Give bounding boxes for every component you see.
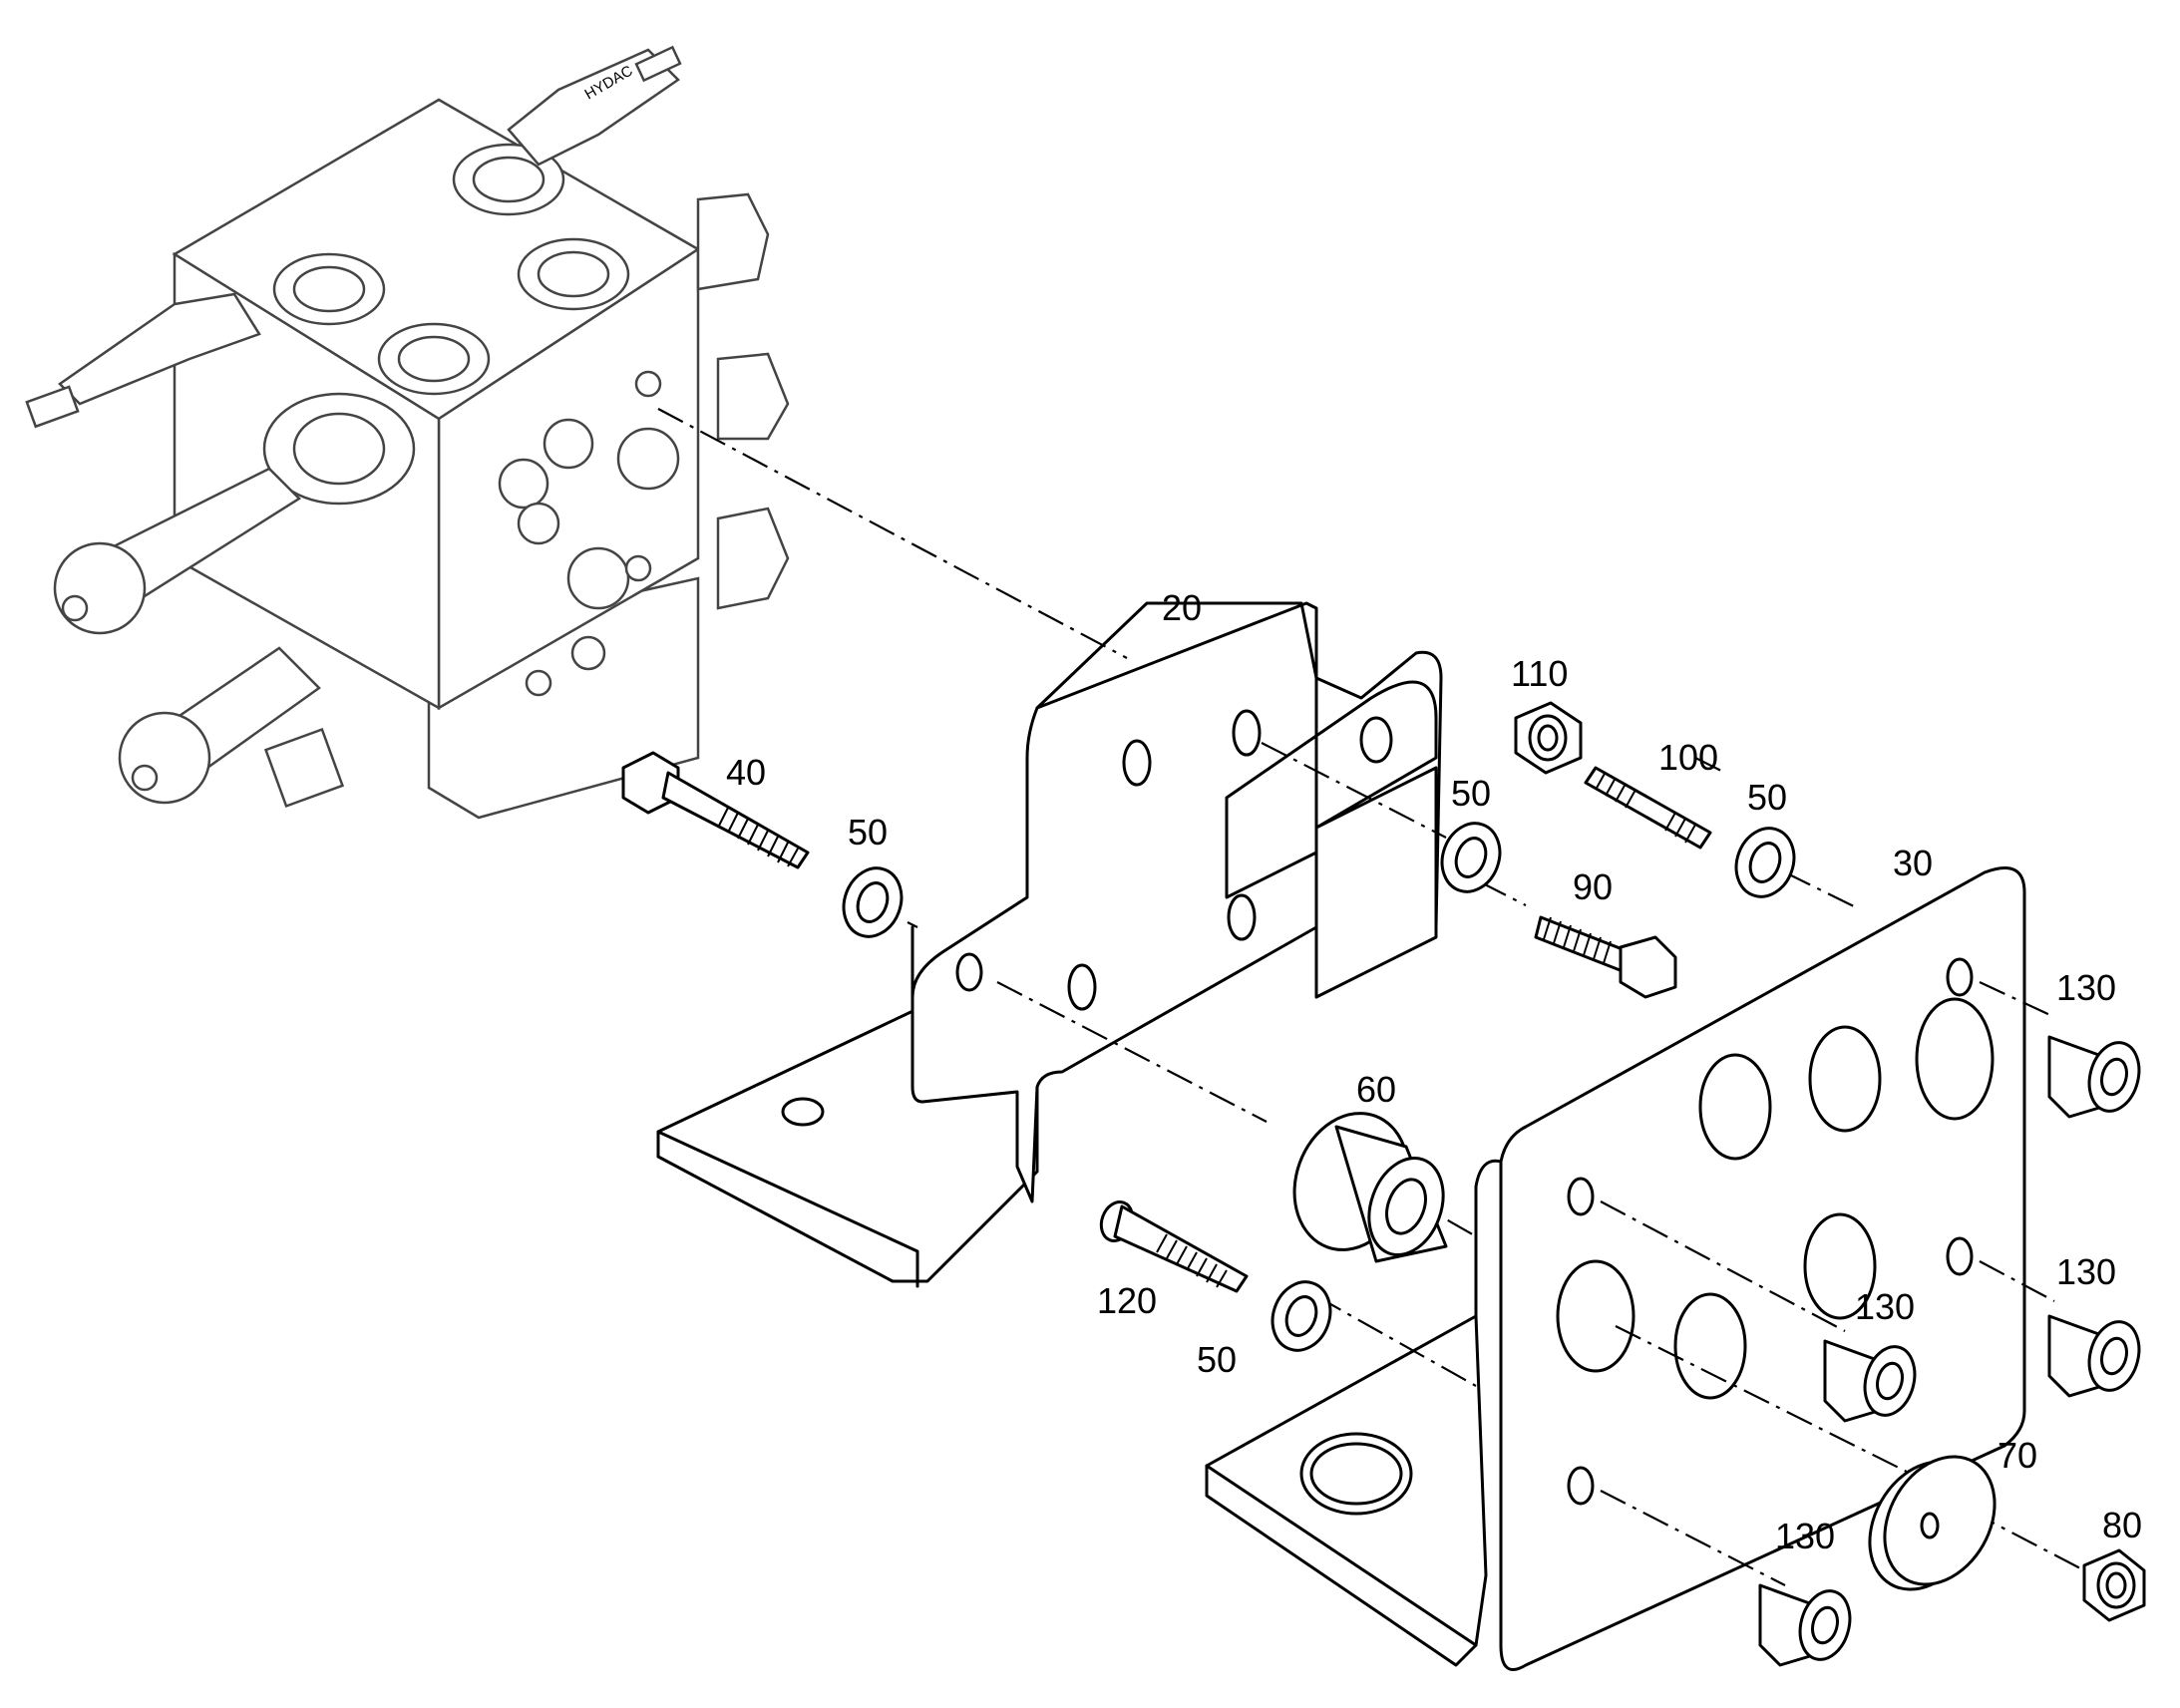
part-130-spacer-c: [1823, 1339, 1917, 1423]
label-130-b: 130: [2056, 1251, 2116, 1292]
label-60: 60: [1356, 1069, 1396, 1110]
label-130-c: 130: [1855, 1286, 1915, 1327]
label-70: 70: [1998, 1435, 2037, 1476]
label-50-c: 50: [1747, 777, 1787, 818]
part-70-washer: [1868, 1455, 1997, 1591]
label-80: 80: [2102, 1505, 2142, 1545]
part-110-nut: [1514, 701, 1583, 775]
part-130-spacer-b: [2047, 1314, 2141, 1398]
part-40-bolt: [621, 751, 810, 869]
label-130-a: 130: [2056, 967, 2116, 1008]
part-130-spacer-d: [1758, 1583, 1852, 1667]
part-50-washer-d: [1271, 1280, 1332, 1352]
label-90: 90: [1573, 866, 1613, 907]
label-30: 30: [1893, 843, 1933, 883]
part-80-nut: [2082, 1548, 2146, 1622]
part-labels: 20 30 40 50 50 50 50 60 70 80 90 100 110…: [726, 587, 2142, 1556]
label-40: 40: [726, 752, 766, 793]
label-50-a: 50: [848, 812, 888, 853]
valve-block-assembly: HYDAC: [25, 45, 790, 820]
label-20: 20: [1162, 587, 1202, 628]
part-130-spacer-a: [2047, 1035, 2141, 1119]
label-130-d: 130: [1775, 1516, 1835, 1556]
label-110: 110: [1511, 653, 1568, 694]
part-120-bolt: [1099, 1200, 1249, 1293]
part-20-bracket: [656, 601, 1443, 1288]
part-100-bolt: [1584, 766, 1712, 850]
part-60-spacer: [1292, 1112, 1448, 1263]
part-30-bracket: [1205, 866, 2026, 1671]
label-50-d: 50: [1197, 1339, 1237, 1380]
label-120: 120: [1097, 1280, 1157, 1321]
part-90-bolt: [1534, 915, 1677, 999]
center-lines: [657, 408, 2085, 1586]
part-50-washer-b: [1440, 822, 1502, 893]
part-50-washer-a: [842, 866, 904, 938]
label-50-b: 50: [1451, 773, 1491, 814]
part-50-washer-c: [1734, 827, 1796, 898]
label-100: 100: [1658, 737, 1718, 778]
